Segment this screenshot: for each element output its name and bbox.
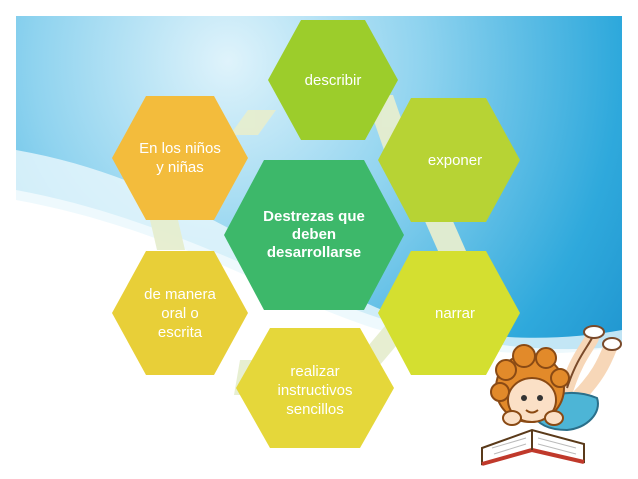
- hex-ninos[interactable]: [112, 96, 248, 220]
- label-realizar: realizar instructivos sencillos: [277, 362, 353, 418]
- hex-exponer[interactable]: [378, 98, 520, 222]
- center-label: Destrezas que deben desarrollarse: [263, 208, 365, 261]
- hex-center[interactable]: [224, 160, 404, 310]
- label-narrar: narrar: [434, 304, 475, 322]
- child-reading-book-icon: [481, 325, 622, 466]
- hex-realizar[interactable]: [236, 328, 394, 448]
- label-exponer: exponer: [427, 151, 483, 169]
- hex-narrar[interactable]: [378, 251, 520, 375]
- label-describir: describir: [304, 71, 362, 89]
- hex-describir[interactable]: [268, 20, 398, 140]
- label-oral: de manera oral o escrita: [144, 285, 216, 341]
- label-ninos: En los niños y niñas: [139, 140, 221, 176]
- hex-oral[interactable]: [112, 251, 248, 375]
